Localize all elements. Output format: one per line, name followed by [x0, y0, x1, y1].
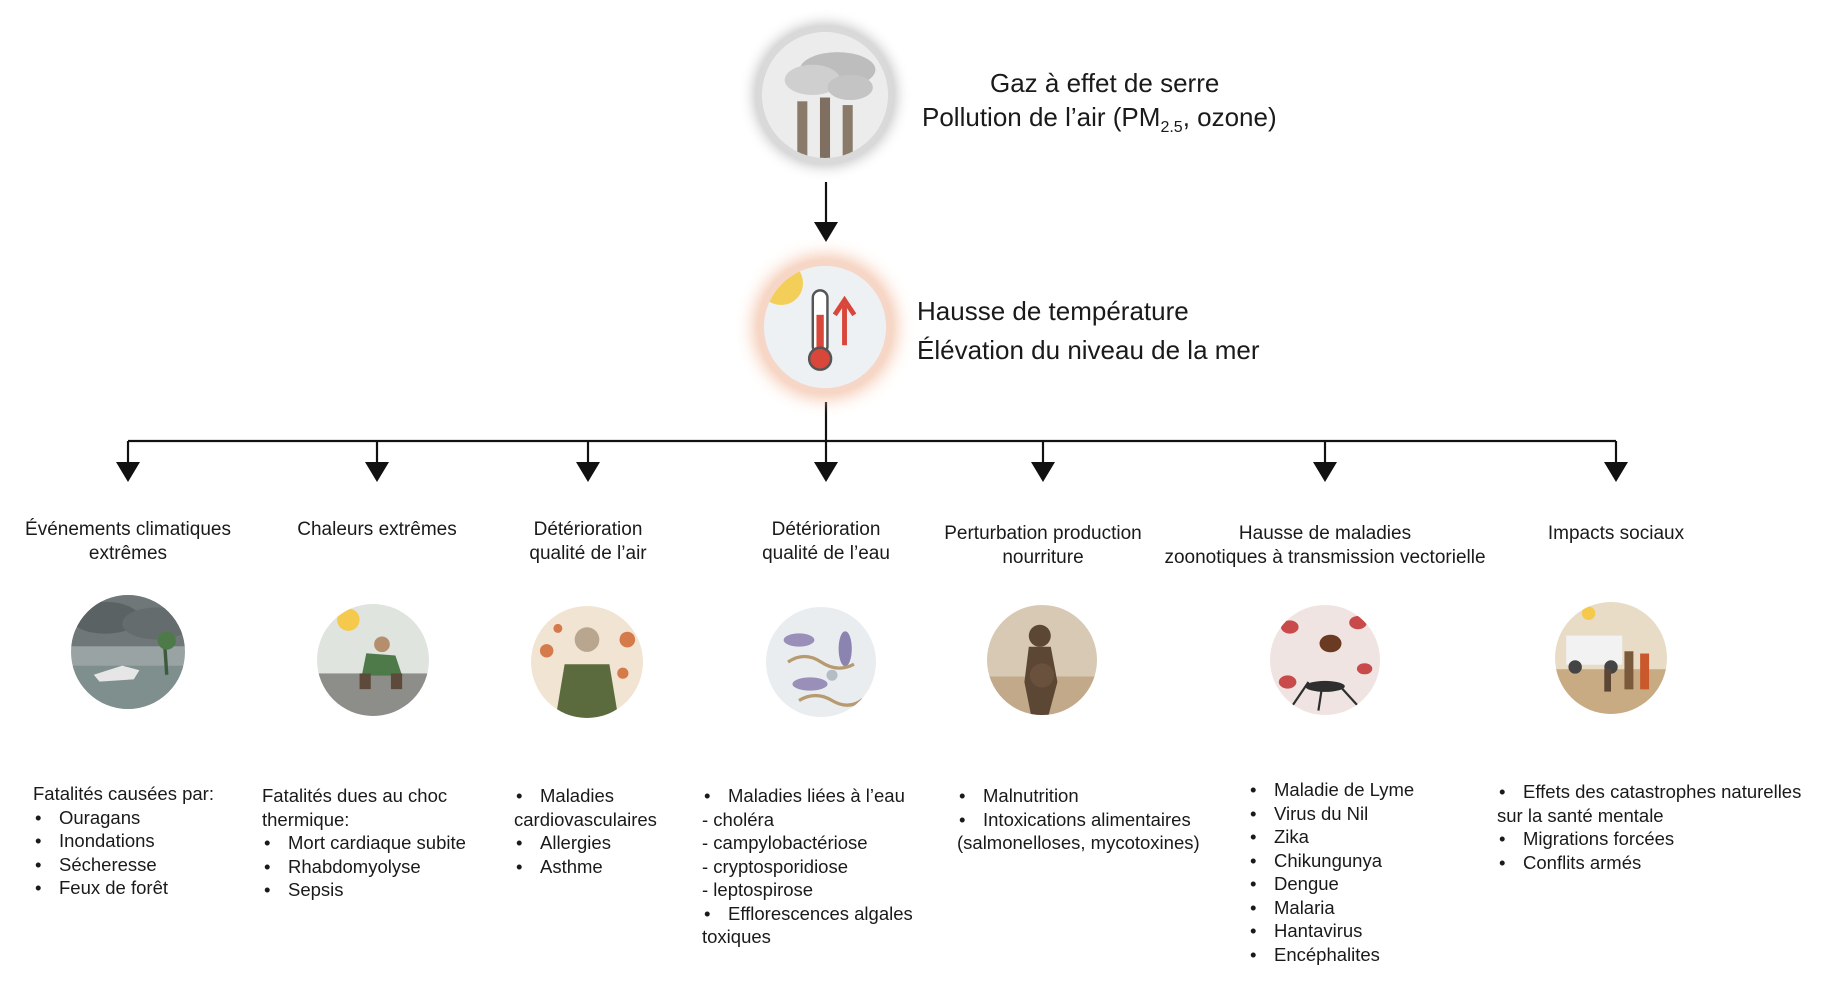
bullet-item: Malnutrition: [957, 784, 1200, 808]
list-text: - choléra: [702, 808, 774, 830]
category-title-line: nourriture: [1002, 547, 1084, 568]
sea-level-rise-label: Élévation du niveau de la mer: [917, 335, 1260, 365]
list-text: toxiques: [702, 926, 771, 947]
bullet-item: Feux de forêt: [33, 876, 214, 900]
branch-arrowhead-4: [814, 462, 838, 482]
category-list-5: MalnutritionIntoxications alimentaires(s…: [957, 784, 1200, 855]
bullet-item: Conflits armés: [1497, 851, 1801, 875]
bullet-item: Mort cardiaque subite: [262, 831, 466, 855]
category-title-1: Événements climatiques extrêmes: [0, 518, 273, 566]
bullet-item: Migrations forcées: [1497, 827, 1801, 851]
category-title-line: Perturbation production: [944, 523, 1142, 544]
branch-arrowhead-6: [1313, 462, 1337, 482]
storm-flood-icon: [71, 595, 185, 709]
middle-effect-text: Hausse de température Élévation du nivea…: [917, 292, 1260, 370]
category-title-line: Chaleurs extrêmes: [297, 519, 457, 540]
bullet-item: Ouragans: [33, 806, 214, 830]
list-text: (salmonelloses, mycotoxines): [957, 832, 1200, 853]
bullet-item: Zika: [1248, 825, 1414, 849]
category-title-line: qualité de l’air: [529, 543, 647, 564]
bullet-item: Maladies liées à l’eau: [702, 784, 913, 808]
category-title-3: Détérioration qualité de l’air: [443, 518, 733, 566]
category-title-line: qualité de l’eau: [762, 543, 890, 564]
list-text: - cryptosporidiose: [702, 855, 849, 877]
bullet-item: Asthme: [514, 855, 657, 879]
thermometer-rising-icon: [764, 266, 886, 388]
bullet-item: Maladies: [514, 784, 657, 808]
heat-exhaustion-person-icon: [317, 604, 429, 716]
list-text: Fatalités causées par:: [33, 783, 214, 804]
bullet-item: Intoxications alimentaires: [957, 808, 1200, 832]
air-pollution-label: Pollution de l’air (PM2.5, ozone): [922, 102, 1277, 137]
category-list-6: Maladie de LymeVirus du NilZikaChikungun…: [1248, 778, 1414, 966]
category-title-7: Impacts sociaux: [1471, 522, 1761, 546]
category-title-line: Hausse de maladies: [1238, 523, 1412, 544]
category-title-line: zoonotiques à transmission vectorielle: [1164, 547, 1486, 568]
refugee-migration-icon: [1555, 602, 1667, 714]
category-title-5: Perturbation production nourriture: [898, 522, 1188, 570]
air-pollution-person-icon: [531, 606, 643, 718]
malnourished-child-icon: [987, 605, 1097, 715]
list-text: - campylobactériose: [702, 832, 868, 853]
list-text: - leptospirose: [702, 879, 814, 900]
category-list-3: MaladiescardiovasculairesAllergiesAsthme: [514, 784, 657, 878]
branch-arrowhead-7: [1604, 462, 1628, 482]
branch-arrowhead-1: [116, 462, 140, 482]
category-list-4: Maladies liées à l’eau- choléra- campylo…: [702, 784, 913, 949]
bullet-item: Encéphalites: [1248, 943, 1414, 967]
category-title-line: extrêmes: [88, 543, 168, 564]
top-cause-text: Gaz à effet de serre Pollution de l’air …: [922, 66, 1277, 145]
mosquito-tick-icon: [1270, 605, 1380, 715]
list-text: sur la santé mentale: [1497, 804, 1664, 826]
category-title-2: Chaleurs extrêmes: [232, 518, 522, 542]
list-text: Fatalités dues au choc: [262, 785, 448, 806]
bullet-item: Sécheresse: [33, 853, 214, 877]
bullet-item: Hantavirus: [1248, 919, 1414, 943]
bullet-item: Efflorescences algales: [702, 902, 913, 926]
greenhouse-gas-label: Gaz à effet de serre: [990, 68, 1220, 98]
branch-arrowhead-2: [365, 462, 389, 482]
category-title-line: Détérioration: [533, 519, 643, 540]
bullet-item: Effets des catastrophes naturelles: [1497, 780, 1801, 804]
category-title-4: Détérioration qualité de l’eau: [681, 518, 971, 566]
branch-arrowhead-3: [576, 462, 600, 482]
category-title-line: Événements climatiques: [25, 519, 231, 540]
factory-smokestacks-icon: [762, 32, 888, 158]
category-title-line: Détérioration: [771, 519, 881, 540]
branch-arrowhead-5: [1031, 462, 1055, 482]
list-text: cardiovasculaires: [514, 808, 657, 830]
bullet-item: Virus du Nil: [1248, 802, 1414, 826]
category-title-line: Impacts sociaux: [1547, 523, 1685, 544]
bullet-item: Inondations: [33, 829, 214, 853]
category-title-6: Hausse de maladies zoonotiques à transmis…: [1125, 522, 1525, 570]
bullet-item: Dengue: [1248, 872, 1414, 896]
bullet-item: Sepsis: [262, 878, 466, 902]
temperature-rise-label: Hausse de température: [917, 296, 1189, 326]
bullet-item: Chikungunya: [1248, 849, 1414, 873]
bullet-item: Maladie de Lyme: [1248, 778, 1414, 802]
bullet-item: Rhabdomyolyse: [262, 855, 466, 879]
waterborne-bacteria-icon: [766, 607, 876, 717]
category-list-1: Fatalités causées par:OuragansInondation…: [33, 782, 214, 900]
list-text: thermique:: [262, 808, 350, 830]
bullet-item: Allergies: [514, 831, 657, 855]
bullet-item: Malaria: [1248, 896, 1414, 920]
